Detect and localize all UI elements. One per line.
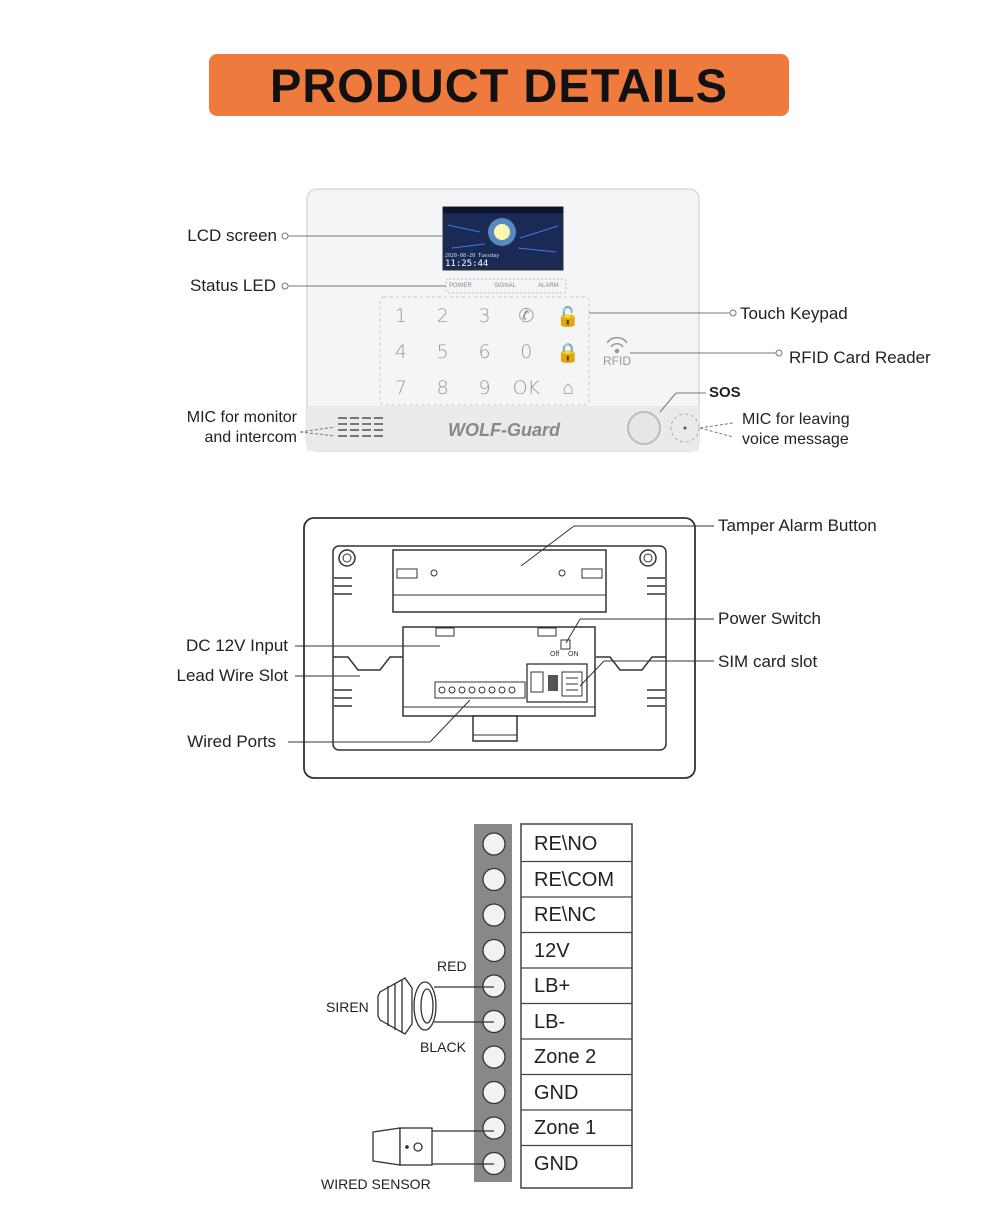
terminal-screw bbox=[482, 1045, 506, 1069]
terminal-screw bbox=[482, 867, 506, 892]
terminal-label: Zone 1 bbox=[534, 1117, 597, 1139]
led-label-signal: SIGNAL bbox=[494, 283, 517, 289]
terminal-label: GND bbox=[534, 1152, 579, 1175]
keypad-key[interactable]: ⌂ bbox=[562, 376, 574, 399]
terminal-screw bbox=[482, 1116, 506, 1140]
sos-label: SOS bbox=[709, 384, 741, 401]
keypad-key[interactable]: 8 bbox=[436, 377, 449, 399]
wired-ports-label: Wired Ports bbox=[187, 732, 276, 751]
led-label-alarm: ALARM bbox=[538, 283, 559, 289]
siren-label: SIREN bbox=[326, 999, 369, 1015]
terminal-label: LB+ bbox=[534, 975, 571, 997]
touch-keypad-label: Touch Keypad bbox=[740, 304, 848, 323]
wired-sensor-label: WIRED SENSOR bbox=[321, 1176, 431, 1192]
power-switch bbox=[560, 639, 571, 650]
led-label-power: POWER bbox=[449, 283, 472, 289]
keypad-frame bbox=[379, 296, 590, 406]
terminal-screw bbox=[482, 974, 506, 998]
keypad-key[interactable]: 7 bbox=[394, 377, 407, 399]
status-led-label: Status LED bbox=[190, 276, 276, 295]
wired-sensor-icon bbox=[372, 1127, 433, 1166]
keypad-key[interactable]: 6 bbox=[478, 341, 491, 363]
terminal-screw bbox=[482, 938, 506, 963]
mic-grille bbox=[338, 417, 383, 437]
terminal-label: LB- bbox=[534, 1010, 566, 1033]
title-banner: PRODUCT DETAILS bbox=[209, 54, 789, 116]
mic-monitor-label-1: MIC for monitor bbox=[186, 409, 297, 426]
lcd-screen-label: LCD screen bbox=[187, 226, 277, 245]
brand-logo: WOLF-Guard bbox=[448, 420, 560, 440]
terminal-rows bbox=[521, 860, 632, 1147]
keypad-key[interactable]: 🔓 bbox=[556, 305, 580, 328]
terminal-label: RE\COM bbox=[534, 868, 614, 891]
terminal-screw bbox=[482, 903, 506, 927]
power-switch-label: Power Switch bbox=[718, 609, 821, 628]
mic-monitor-label-2: and intercom bbox=[204, 429, 298, 446]
keypad-key[interactable]: 🔒 bbox=[556, 341, 580, 364]
keypad-key[interactable]: 3 bbox=[478, 305, 491, 327]
keypad-key[interactable]: 5 bbox=[436, 341, 449, 363]
black-wire-label: BLACK bbox=[420, 1039, 466, 1055]
terminal-screw bbox=[482, 1080, 506, 1105]
terminal-label: Zone 2 bbox=[534, 1046, 597, 1068]
switch-off-label: Off bbox=[550, 651, 560, 658]
lcd-date: 2020-08-20 Tuesday bbox=[445, 253, 500, 259]
tamper-label: Tamper Alarm Button bbox=[718, 516, 877, 535]
rfid-label: RFID bbox=[603, 354, 631, 368]
mic-leaving-label-1: MIC for leaving bbox=[742, 411, 850, 428]
lcd-time: 11:25:44 bbox=[445, 259, 489, 269]
terminal-label: 12V bbox=[534, 939, 570, 962]
keypad-key[interactable]: 9 bbox=[478, 377, 491, 399]
touch-keypad[interactable]: 1 2 3 ✆ 🔓 4 5 6 0 🔒 7 8 9 OK ⌂ bbox=[380, 298, 589, 406]
siren-icon bbox=[377, 977, 437, 1035]
keypad-key[interactable]: 1 bbox=[394, 305, 407, 327]
mic-leaving-label-2: voice message bbox=[742, 431, 849, 448]
dc-input-label: DC 12V Input bbox=[185, 636, 288, 655]
page-title: PRODUCT DETAILS bbox=[269, 58, 728, 112]
sim-slot-label: SIM card slot bbox=[718, 652, 818, 671]
terminal-label: RE\NC bbox=[534, 904, 597, 926]
terminal-label-table bbox=[520, 823, 633, 1189]
keypad-key[interactable]: 4 bbox=[394, 341, 407, 363]
keypad-key[interactable]: OK bbox=[512, 377, 540, 399]
sos-button bbox=[627, 411, 661, 445]
keypad-key[interactable]: ✆ bbox=[518, 305, 535, 327]
terminal-label: GND bbox=[534, 1081, 579, 1104]
rfid-icon bbox=[606, 336, 628, 354]
red-wire-label: RED bbox=[437, 958, 467, 974]
terminal-screw bbox=[482, 832, 506, 856]
rfid-reader-label: RFID Card Reader bbox=[789, 348, 931, 367]
terminal-label: RE\NO bbox=[534, 833, 598, 855]
keypad-key[interactable]: 0 bbox=[520, 341, 533, 363]
lead-wire-label: Lead Wire Slot bbox=[176, 666, 289, 685]
tamper-bracket bbox=[392, 549, 607, 613]
switch-on-label: ON bbox=[568, 651, 579, 658]
terminal-screws bbox=[482, 832, 506, 1176]
keypad-key[interactable]: 2 bbox=[436, 305, 449, 327]
mic-leaving-hole bbox=[670, 413, 700, 443]
